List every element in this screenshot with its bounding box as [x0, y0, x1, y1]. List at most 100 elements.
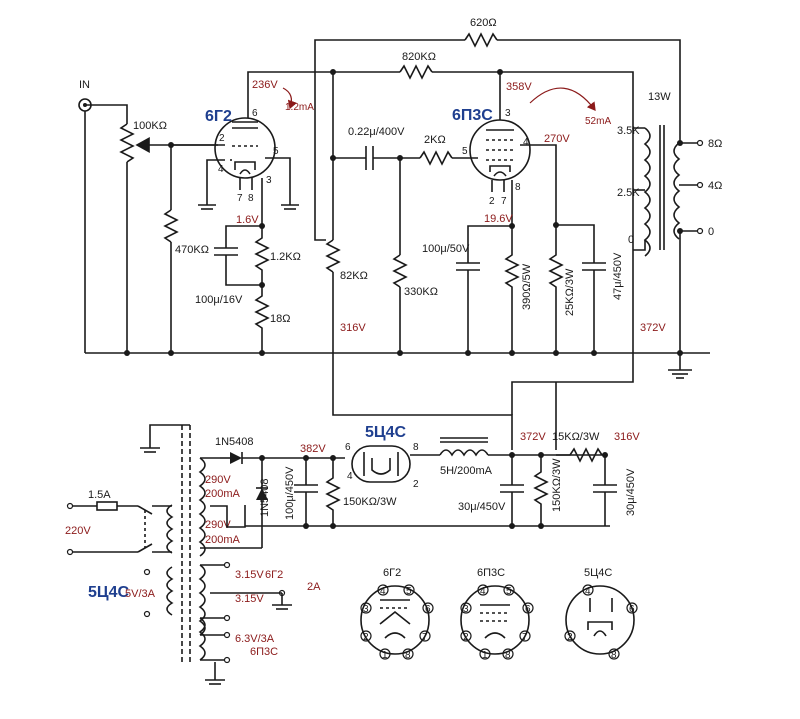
tube2-pin-4: 4: [523, 137, 529, 148]
c30u-b-label: 30μ/450V: [625, 468, 637, 516]
svg-text:4: 4: [585, 586, 591, 597]
svg-text:8: 8: [505, 650, 511, 661]
ot-zero: 0: [628, 234, 634, 246]
tube2-name: 6П3С: [452, 107, 493, 124]
ot-25k: 2.5K: [617, 187, 640, 199]
t1-cathode-voltage: 1.6V: [236, 214, 259, 226]
out-4-label: 4Ω: [708, 180, 722, 192]
tube1-pin-7: 7: [237, 193, 243, 204]
svg-text:2: 2: [463, 632, 469, 643]
sec2-v: 290V: [205, 519, 231, 531]
tube-6g2: [214, 117, 276, 179]
fuse-label: 1.5A: [88, 489, 111, 501]
t1-current: 1.2mA: [285, 102, 314, 113]
r2k-label: 2KΩ: [424, 134, 446, 146]
fil1-name: 6Г2: [265, 569, 283, 581]
v372-top-label: 372V: [640, 322, 666, 334]
coupling-cap-label: 0.22μ/400V: [348, 126, 405, 138]
base3-pins: 2 4 6 8: [564, 584, 638, 661]
base-6g2: [360, 585, 430, 655]
tube1-pin-5: 5: [273, 146, 279, 157]
rect-name: 5Ц4С: [365, 424, 406, 441]
r1-2k-label: 1.2KΩ: [270, 251, 301, 263]
choke-label: 5H/200mA: [440, 465, 493, 477]
volume-pot: [119, 123, 225, 353]
rect-winding-name: 5Ц4С: [88, 584, 129, 601]
r18-label: 18Ω: [270, 313, 290, 325]
c100u16v-label: 100μ/16V: [195, 294, 243, 306]
fil-current: 2A: [307, 581, 321, 593]
sec1-v: 290V: [205, 474, 231, 486]
svg-text:4: 4: [480, 586, 486, 597]
svg-text:2: 2: [567, 632, 573, 643]
svg-text:8: 8: [611, 650, 617, 661]
output-transformer: [643, 125, 681, 257]
base1-title: 6Г2: [383, 567, 401, 579]
ot-35k: 3.5K: [617, 125, 640, 137]
mains-label: 220V: [65, 525, 91, 537]
base2-title: 6П3С: [477, 567, 505, 579]
t1-plate-voltage: 236V: [252, 79, 278, 91]
fil1-v: 3.15V: [235, 569, 264, 581]
d2-label: 1N5408: [259, 478, 271, 517]
v316-psu-label: 316V: [614, 431, 640, 443]
tube1-pin-2: 2: [219, 133, 225, 144]
v372-psu-label: 372V: [520, 431, 546, 443]
c30u-a-label: 30μ/450V: [458, 501, 506, 513]
svg-text:6: 6: [525, 604, 531, 615]
input-jack: [78, 98, 92, 353]
fil2-v: 3.15V: [235, 593, 264, 605]
r150k-a-label: 150KΩ/3W: [343, 496, 397, 508]
t2-current: 52mA: [585, 116, 611, 127]
base-6p3s: [460, 585, 530, 655]
c100u50v-label: 100μ/50V: [422, 243, 470, 255]
svg-text:6: 6: [425, 604, 431, 615]
tube1-pin-8: 8: [248, 193, 254, 204]
tube2-pin-5: 5: [462, 146, 468, 157]
svg-text:1: 1: [382, 650, 388, 661]
r330k-label: 330KΩ: [404, 286, 438, 298]
sec2-i: 200mA: [205, 534, 241, 546]
tube1-pin-4: 4: [218, 164, 224, 175]
tube2-pin-2: 2: [489, 196, 495, 207]
rectifier-tube-5c4s: [351, 445, 411, 483]
svg-text:5: 5: [406, 586, 412, 597]
svg-text:2: 2: [363, 632, 369, 643]
out-0-label: 0: [708, 226, 714, 238]
base-5c4s: [565, 585, 635, 655]
out-8-label: 8Ω: [708, 138, 722, 150]
pot-label: 100KΩ: [133, 120, 167, 132]
rect-winding-spec: 5V/3A: [125, 588, 156, 600]
input-label: IN: [79, 79, 90, 91]
t2-cathode-voltage: 19.6V: [484, 213, 513, 225]
r25k-label: 25KΩ/3W: [564, 268, 576, 316]
svg-text:3: 3: [363, 604, 369, 615]
sec1-i: 200mA: [205, 488, 241, 500]
base1-pins: 1 2 3 4 5 6 7 8: [360, 584, 434, 661]
tube2-pin-3: 3: [505, 108, 511, 119]
tube2-pin-8: 8: [515, 182, 521, 193]
r150k-b-label: 150KΩ/3W: [551, 458, 563, 512]
t2-plate-voltage: 358V: [506, 81, 532, 93]
r15k-label: 15KΩ/3W: [552, 431, 600, 443]
svg-text:1: 1: [482, 650, 488, 661]
rect-pin-8: 8: [413, 442, 419, 453]
fil3-v: 6.3V/3A: [235, 633, 275, 645]
r390-label: 390Ω/5W: [521, 263, 533, 310]
tube1-name: 6Г2: [205, 108, 232, 125]
rect-pin-6: 6: [345, 442, 351, 453]
rect-pin-2: 2: [413, 479, 419, 490]
fil3-name: 6П3С: [250, 646, 278, 658]
c47u-label: 47μ/450V: [612, 252, 624, 300]
tube2-pin-7: 7: [501, 196, 507, 207]
base2-pins: 1 2 3 4 5 6 7 8: [460, 584, 534, 661]
svg-text:8: 8: [405, 650, 411, 661]
ot-power: 13W: [648, 91, 671, 103]
r470k-label: 470KΩ: [175, 244, 209, 256]
tube-6p3s: [469, 119, 531, 181]
r820k-label: 820KΩ: [402, 51, 436, 63]
v316-top-label: 316V: [340, 322, 366, 334]
svg-text:7: 7: [422, 632, 428, 643]
c100u450v-label: 100μ/450V: [284, 466, 296, 520]
